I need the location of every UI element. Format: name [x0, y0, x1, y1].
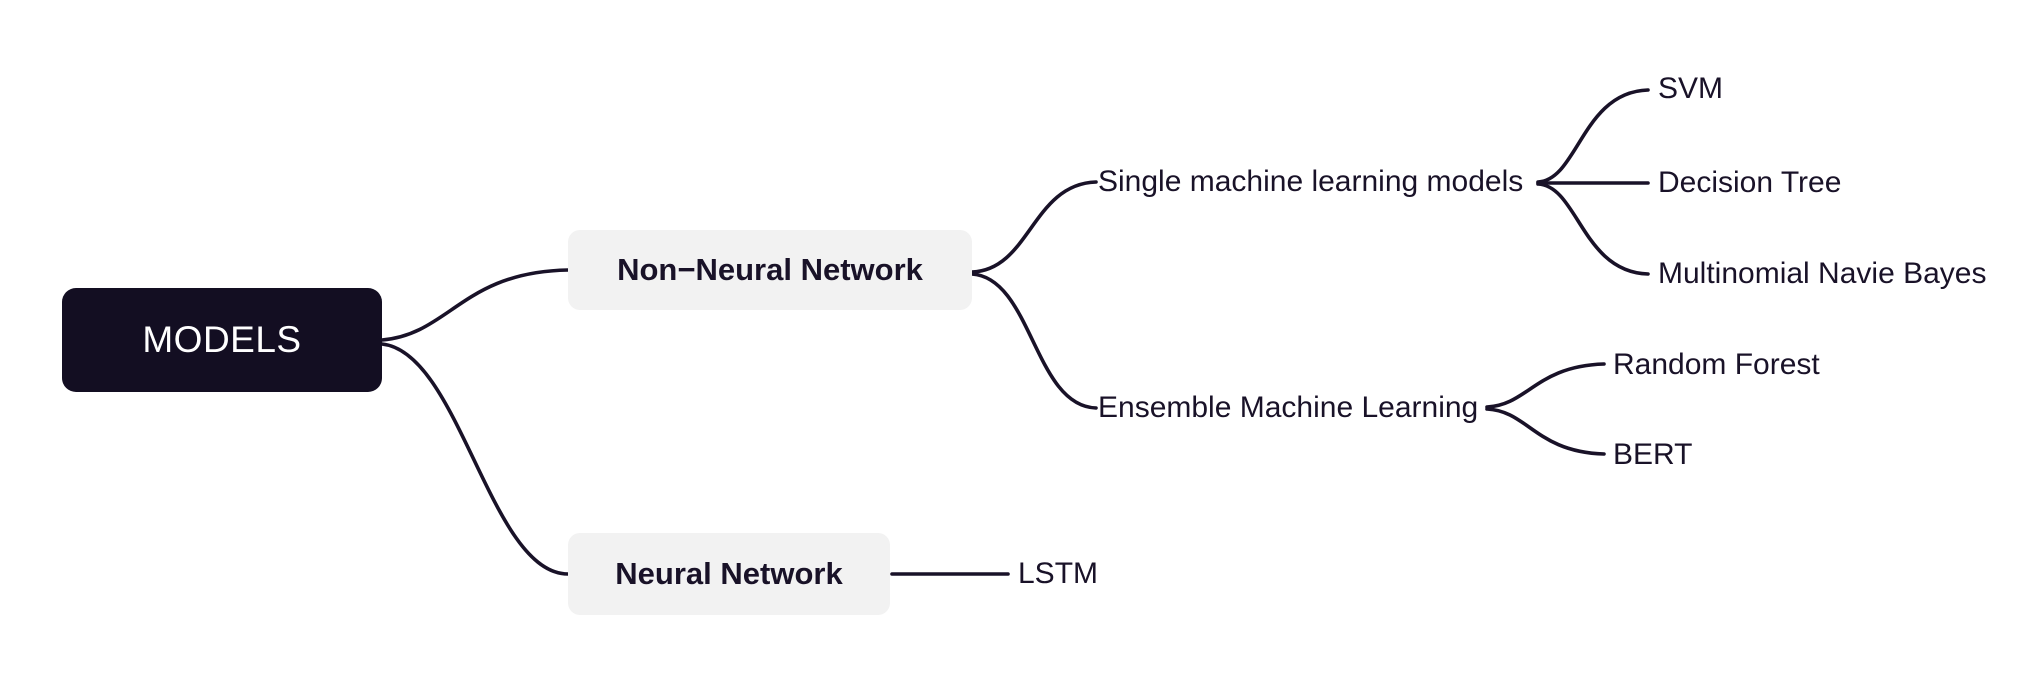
edge-models-to-neural-network — [380, 342, 570, 576]
edge-models-to-non-neural-network — [380, 268, 570, 342]
node-decision-tree-label: Decision Tree — [1658, 166, 1842, 199]
node-neural-network[interactable]: Neural Network — [568, 533, 890, 615]
node-random-forest-label: Random Forest — [1613, 348, 1820, 381]
edge-single-ml-to-svm — [1536, 88, 1650, 184]
node-models[interactable]: MODELS — [62, 288, 382, 392]
node-decision-tree[interactable]: Decision Tree — [1658, 161, 1841, 205]
node-multinomial-navie-bayes[interactable]: Multinomial Navie Bayes — [1658, 252, 1986, 296]
node-neural-network-label: Neural Network — [615, 556, 843, 591]
edge-ensemble-ml-to-random-forest — [1485, 362, 1606, 409]
node-ensemble-machine-learning[interactable]: Ensemble Machine Learning — [1098, 386, 1478, 430]
node-multinomial-navie-bayes-label: Multinomial Navie Bayes — [1658, 257, 1987, 290]
edge-ensemble-ml-to-bert — [1485, 407, 1606, 456]
node-single-machine-learning-models[interactable]: Single machine learning models — [1098, 160, 1523, 204]
node-random-forest[interactable]: Random Forest — [1613, 343, 1820, 387]
node-lstm[interactable]: LSTM — [1018, 552, 1098, 596]
edge-single-ml-to-multinomial-navie-bayes — [1536, 182, 1650, 276]
node-ensemble-machine-learning-label: Ensemble Machine Learning — [1098, 391, 1479, 424]
edge-non-neural-to-single-ml — [970, 180, 1098, 274]
node-models-label: MODELS — [142, 319, 302, 360]
node-svm-label: SVM — [1658, 72, 1724, 105]
node-bert-label: BERT — [1613, 438, 1693, 471]
node-non-neural-network[interactable]: Non−Neural Network — [568, 230, 972, 310]
node-bert[interactable]: BERT — [1613, 433, 1692, 477]
node-single-machine-learning-models-label: Single machine learning models — [1098, 165, 1524, 198]
node-svm[interactable]: SVM — [1658, 67, 1723, 111]
node-lstm-label: LSTM — [1018, 557, 1099, 590]
edge-non-neural-to-ensemble-ml — [970, 272, 1098, 410]
node-non-neural-network-label: Non−Neural Network — [617, 252, 923, 287]
